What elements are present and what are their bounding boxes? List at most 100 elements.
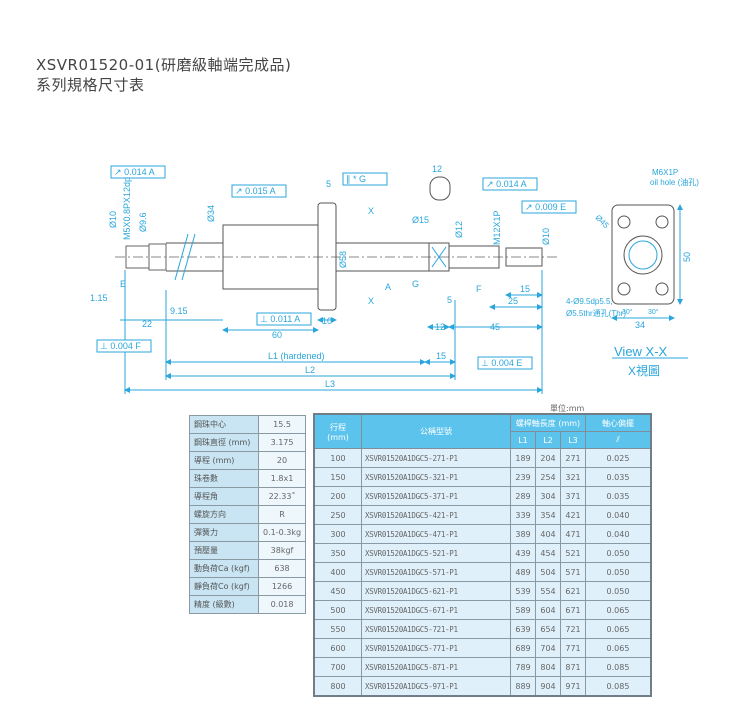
cell-stroke: 400	[313, 562, 362, 582]
cell-model: XSVR01520A1DGC5-321-P1	[361, 467, 511, 487]
holes-note-2: Ø5.5thr通孔(Thr)	[566, 308, 626, 318]
title-line-2: 系列規格尺寸表	[36, 76, 145, 94]
spec-row: 靜負荷Co (kgf)1266	[189, 577, 307, 596]
spec-key: 動負荷Ca (kgf)	[189, 559, 259, 578]
cell-stroke: 450	[313, 581, 362, 601]
dim-12: 12	[435, 322, 445, 332]
cell-l2: 204	[535, 448, 561, 468]
cell-l3: 621	[560, 581, 586, 601]
cell-l3: 671	[560, 600, 586, 620]
gtol-runout-end: ↗ 0.009 E	[525, 202, 566, 212]
spec-row: 導程 (mm)20	[189, 451, 307, 470]
cell-runout: 0.035	[585, 486, 652, 506]
label-d-nut: Ø34	[206, 205, 216, 222]
spec-value: 0.1-0.3kg	[257, 523, 307, 542]
spec-key: 導程角	[189, 487, 259, 506]
label-thread-right: M12X1P	[492, 210, 502, 245]
cell-l3: 771	[560, 638, 586, 658]
dim-60: 60	[272, 330, 282, 340]
dim-l3: L3	[325, 379, 335, 389]
cell-l1: 639	[510, 619, 536, 639]
cell-model: XSVR01520A1DGC5-771-P1	[361, 638, 511, 658]
oil-hole-note-1: M6X1P	[652, 168, 678, 177]
spec-key: 鋼珠中心	[189, 415, 259, 434]
label-thread-left: M5X0.8PX12dp	[122, 177, 132, 240]
label-d-left: Ø10	[108, 211, 118, 228]
dim-10: 10	[322, 316, 332, 326]
dim-15: 15	[520, 284, 530, 294]
cell-runout: 0.050	[585, 581, 652, 601]
spec-key: 預壓量	[189, 541, 259, 560]
cell-l2: 554	[535, 581, 561, 601]
cell-stroke: 550	[313, 619, 362, 639]
title-line-1: XSVR01520-01(研磨級軸端完成品)	[36, 56, 292, 74]
spec-value: 20	[257, 451, 307, 470]
datum-e: E	[120, 279, 126, 289]
cell-l2: 354	[535, 505, 561, 525]
holes-note-1: 4-Ø9.5dp5.5,	[566, 297, 613, 306]
header-length-group: 螺桿軸長度 (mm)	[510, 413, 586, 432]
oil-hole-note-2: oil hole (油孔)	[650, 177, 699, 187]
spec-value: 0.018	[257, 595, 307, 614]
cell-runout: 0.025	[585, 448, 652, 468]
cell-stroke: 600	[313, 638, 362, 658]
cell-l3: 571	[560, 562, 586, 582]
spec-key: 導程 (mm)	[189, 451, 259, 470]
cell-l2: 254	[535, 467, 561, 487]
spec-key: 珠卷數	[189, 469, 259, 488]
engineering-drawing: ↗ 0.014 A ↗ 0.015 A ∥ * G ↗ 0.014 A ↗ 0.…	[90, 164, 699, 394]
parallelism-icon: ⫽	[585, 431, 652, 449]
angle-left: 30°	[622, 308, 633, 316]
cell-runout: 0.085	[585, 676, 652, 697]
cell-stroke: 500	[313, 600, 362, 620]
spec-row: 動負荷Ca (kgf)638	[189, 559, 307, 578]
cell-l3: 321	[560, 467, 586, 487]
cell-runout: 0.035	[585, 467, 652, 487]
cell-l1: 389	[510, 524, 536, 544]
cell-model: XSVR01520A1DGC5-971-P1	[361, 676, 511, 697]
header-l2: L2	[535, 431, 561, 449]
cell-runout: 0.040	[585, 524, 652, 544]
gtol-runout-left: ↗ 0.014 A	[114, 167, 155, 177]
cell-stroke: 200	[313, 486, 362, 506]
cell-l2: 454	[535, 543, 561, 563]
cell-l2: 704	[535, 638, 561, 658]
header-model: 公稱型號	[361, 413, 511, 449]
cell-l3: 271	[560, 448, 586, 468]
cell-l1: 189	[510, 448, 536, 468]
cell-model: XSVR01520A1DGC5-371-P1	[361, 486, 511, 506]
label-d-end: Ø10	[541, 228, 551, 245]
cell-l1: 239	[510, 467, 536, 487]
unit-label: 單位:mm	[550, 404, 585, 413]
label-d-groove: Ø9.6	[138, 212, 148, 232]
label-d-right: Ø12	[454, 221, 464, 238]
cell-l3: 371	[560, 486, 586, 506]
height-label: 50	[682, 252, 692, 262]
cell-stroke: 350	[313, 543, 362, 563]
cell-l2: 504	[535, 562, 561, 582]
cell-runout: 0.050	[585, 543, 652, 563]
dim-15-b: 15	[436, 351, 446, 361]
gtol-parallel-flange: ∥ * G	[346, 174, 366, 184]
spec-key: 螺旋方向	[189, 505, 259, 524]
spec-value: 638	[257, 559, 307, 578]
spec-key: 彈簧力	[189, 523, 259, 542]
header-l1: L1	[510, 431, 536, 449]
spec-key: 鋼珠直徑 (mm)	[189, 433, 259, 452]
cell-l2: 404	[535, 524, 561, 544]
dim-l2: L2	[305, 365, 315, 375]
cell-runout: 0.085	[585, 657, 652, 677]
cell-model: XSVR01520A1DGC5-671-P1	[361, 600, 511, 620]
cell-runout: 0.040	[585, 505, 652, 525]
cell-l1: 339	[510, 505, 536, 525]
